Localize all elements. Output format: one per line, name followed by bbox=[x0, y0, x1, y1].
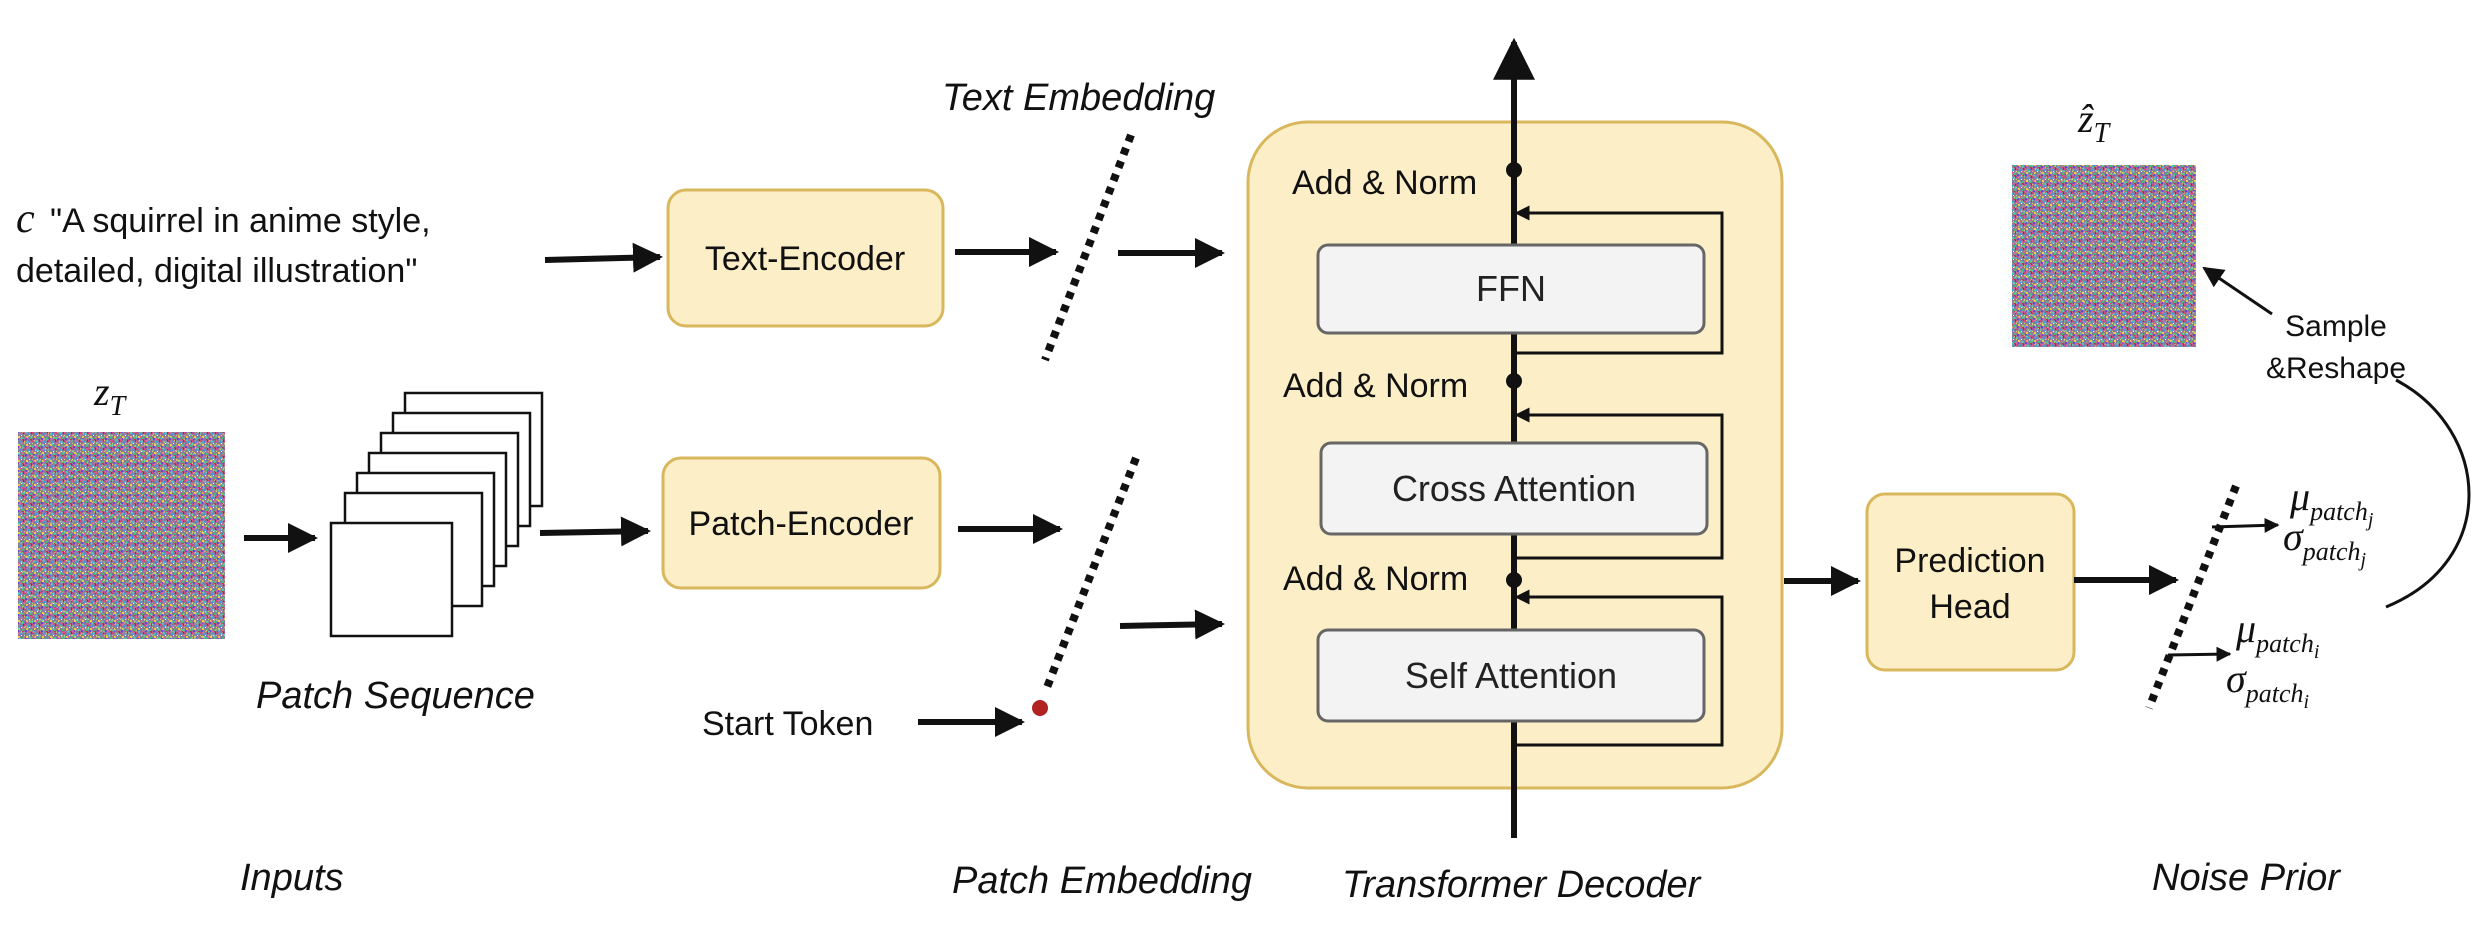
output-noise-image bbox=[2012, 165, 2196, 347]
sample-label-line-2: &Reshape bbox=[2266, 352, 2406, 385]
add-norm-mid-dot bbox=[1506, 373, 1522, 389]
add-norm-top-label: Add & Norm bbox=[1292, 164, 1477, 202]
prompt-line-2: detailed, digital illustration" bbox=[16, 252, 417, 290]
text-encoder-label: Text-Encoder bbox=[705, 240, 905, 278]
cross-attention-label: Cross Attention bbox=[1392, 468, 1636, 509]
mu-patch-j: μpatchj bbox=[2289, 474, 2374, 531]
sample-reshape-curve bbox=[2385, 378, 2471, 609]
prediction-head-line-1: Prediction bbox=[1894, 542, 2045, 580]
add-norm-top-dot bbox=[1506, 162, 1522, 178]
prediction-head-line-2: Head bbox=[1929, 588, 2010, 626]
residual-connections bbox=[1514, 205, 1724, 747]
prompt-line-1: "A squirrel in anime style, bbox=[50, 202, 431, 240]
text-embedding-tokens bbox=[1041, 133, 1135, 362]
prompt-arrow bbox=[544, 242, 663, 273]
patch-embedding-tokens bbox=[1042, 456, 1140, 692]
latent-label: zT bbox=[93, 369, 128, 422]
patch-stack bbox=[329, 391, 544, 638]
prompt-symbol: c bbox=[16, 196, 35, 242]
sample-reshape-arrow bbox=[2202, 266, 2273, 316]
add-norm-bottom-label: Add & Norm bbox=[1283, 560, 1468, 598]
patch-embedding-label: Patch Embedding bbox=[952, 860, 1252, 902]
output-latent-label: ẑT bbox=[2077, 96, 2112, 149]
sigma-patch-j: σpatchj bbox=[2283, 514, 2367, 571]
decoder-section-label: Transformer Decoder bbox=[1342, 864, 1702, 906]
text-embedding-label: Text Embedding bbox=[942, 77, 1215, 119]
self-attention-label: Self Attention bbox=[1405, 655, 1617, 696]
cross-attention-block: Cross Attention bbox=[1319, 441, 1709, 536]
inputs-section-label: Inputs bbox=[240, 857, 344, 899]
prediction-head-box: Prediction Head bbox=[1865, 492, 2076, 672]
text-encoder-box: Text-Encoder bbox=[666, 188, 945, 328]
patch-sequence-label: Patch Sequence bbox=[256, 675, 535, 717]
add-norm-mid-label: Add & Norm bbox=[1283, 367, 1468, 405]
mu-j-arrow bbox=[2211, 517, 2280, 533]
self-attention-block: Self Attention bbox=[1316, 628, 1706, 723]
patch-embedding-arrow bbox=[1119, 609, 1225, 640]
sigma-patch-i: σpatchi bbox=[2226, 656, 2309, 713]
ffn-block: FFN bbox=[1316, 243, 1706, 335]
noise-prior-section-label: Noise Prior bbox=[2152, 857, 2341, 899]
mu-patch-i: μpatchi bbox=[2235, 606, 2319, 663]
patch-stack-arrow bbox=[539, 516, 651, 547]
add-norm-bottom-dot bbox=[1506, 572, 1522, 588]
start-token-label: Start Token bbox=[702, 705, 873, 743]
start-token-dot bbox=[1032, 700, 1048, 716]
mu-i-arrow bbox=[2167, 646, 2232, 662]
ffn-label: FFN bbox=[1476, 268, 1546, 309]
latent-noise-image bbox=[18, 432, 225, 639]
sample-label-line-1: Sample bbox=[2285, 310, 2387, 343]
patch-encoder-label: Patch-Encoder bbox=[689, 505, 914, 543]
patch-encoder-box: Patch-Encoder bbox=[661, 456, 942, 590]
noise-prior-tokens bbox=[2145, 484, 2240, 710]
